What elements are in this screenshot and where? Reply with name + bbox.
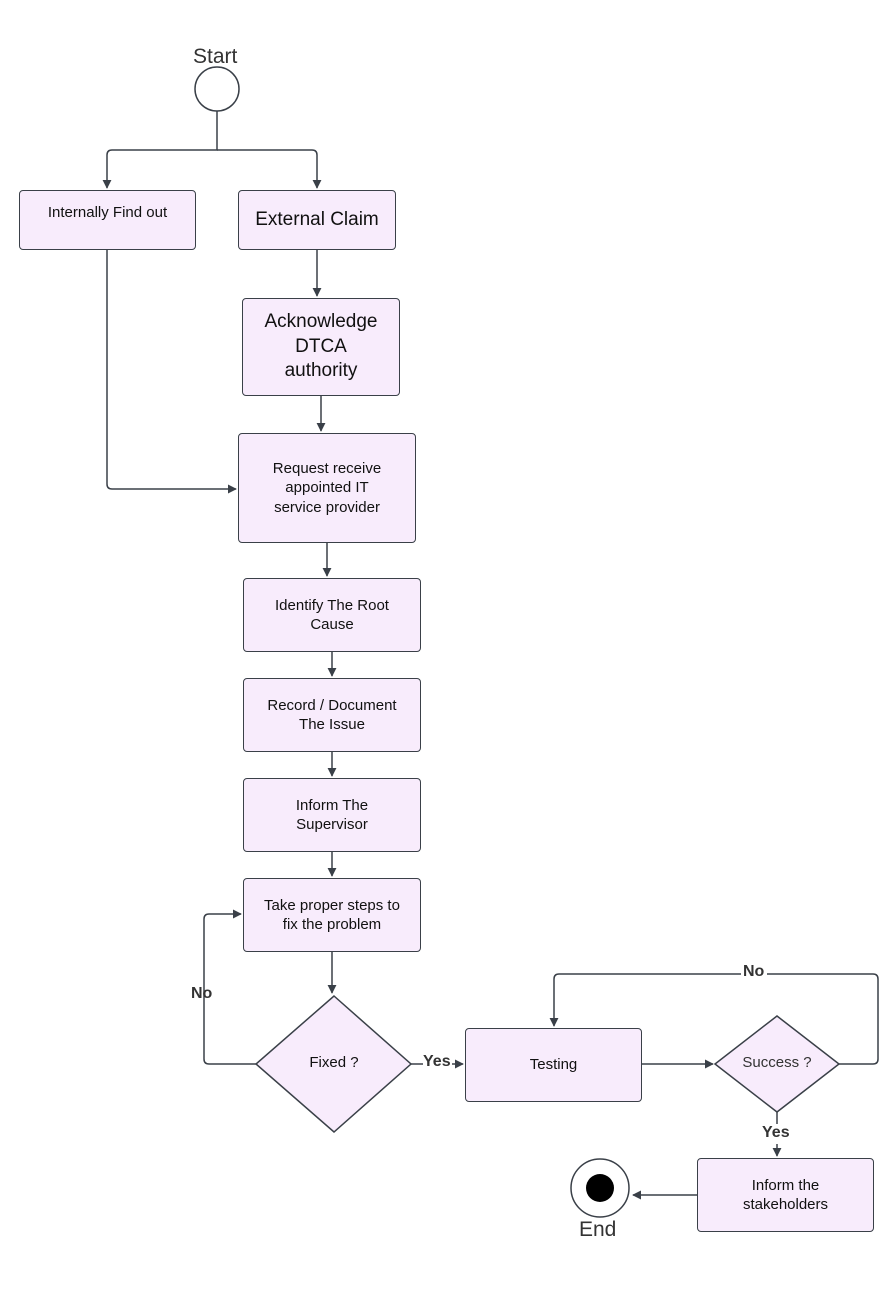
- node-inform-stakeholders: Inform the stakeholders: [697, 1158, 874, 1232]
- success-decision-diamond: [713, 1015, 841, 1113]
- edge-label-success-yes: Yes: [762, 1124, 790, 1141]
- edge-start-external: [217, 149, 322, 189]
- edge-success-no-1: [767, 973, 879, 1065]
- edge-label-fixed-yes: Yes: [423, 1053, 451, 1070]
- end-label: End: [579, 1218, 617, 1241]
- edge-internal-request: [106, 250, 237, 494]
- success-decision-label: Success ?: [742, 1054, 812, 1071]
- node-acknowledge-dtca: Acknowledge DTCA authority: [242, 298, 400, 396]
- end-node-dot: [586, 1174, 614, 1202]
- node-external-claim: External Claim: [238, 190, 396, 250]
- fixed-decision-diamond: [254, 995, 413, 1133]
- edge-start-split: [102, 111, 218, 189]
- fixed-decision-label: Fixed ?: [309, 1054, 359, 1071]
- node-internally-find-out: Internally Find out: [19, 190, 196, 250]
- node-take-proper-steps: Take proper steps to fix the problem: [243, 878, 421, 952]
- node-inform-supervisor: Inform The Supervisor: [243, 778, 421, 852]
- start-node: [194, 66, 240, 112]
- edge-label-fixed-no: No: [191, 985, 213, 1002]
- node-identify-root-cause: Identify The Root Cause: [243, 578, 421, 652]
- node-record-document: Record / Document The Issue: [243, 678, 421, 752]
- node-request-receive: Request receive appointed IT service pro…: [238, 433, 416, 543]
- edge-label-success-no: No: [743, 963, 765, 980]
- edge-fixed-no: [203, 909, 256, 1065]
- node-testing: Testing: [465, 1028, 642, 1102]
- edge-success-no-2: [549, 973, 741, 1027]
- start-label: Start: [193, 45, 238, 68]
